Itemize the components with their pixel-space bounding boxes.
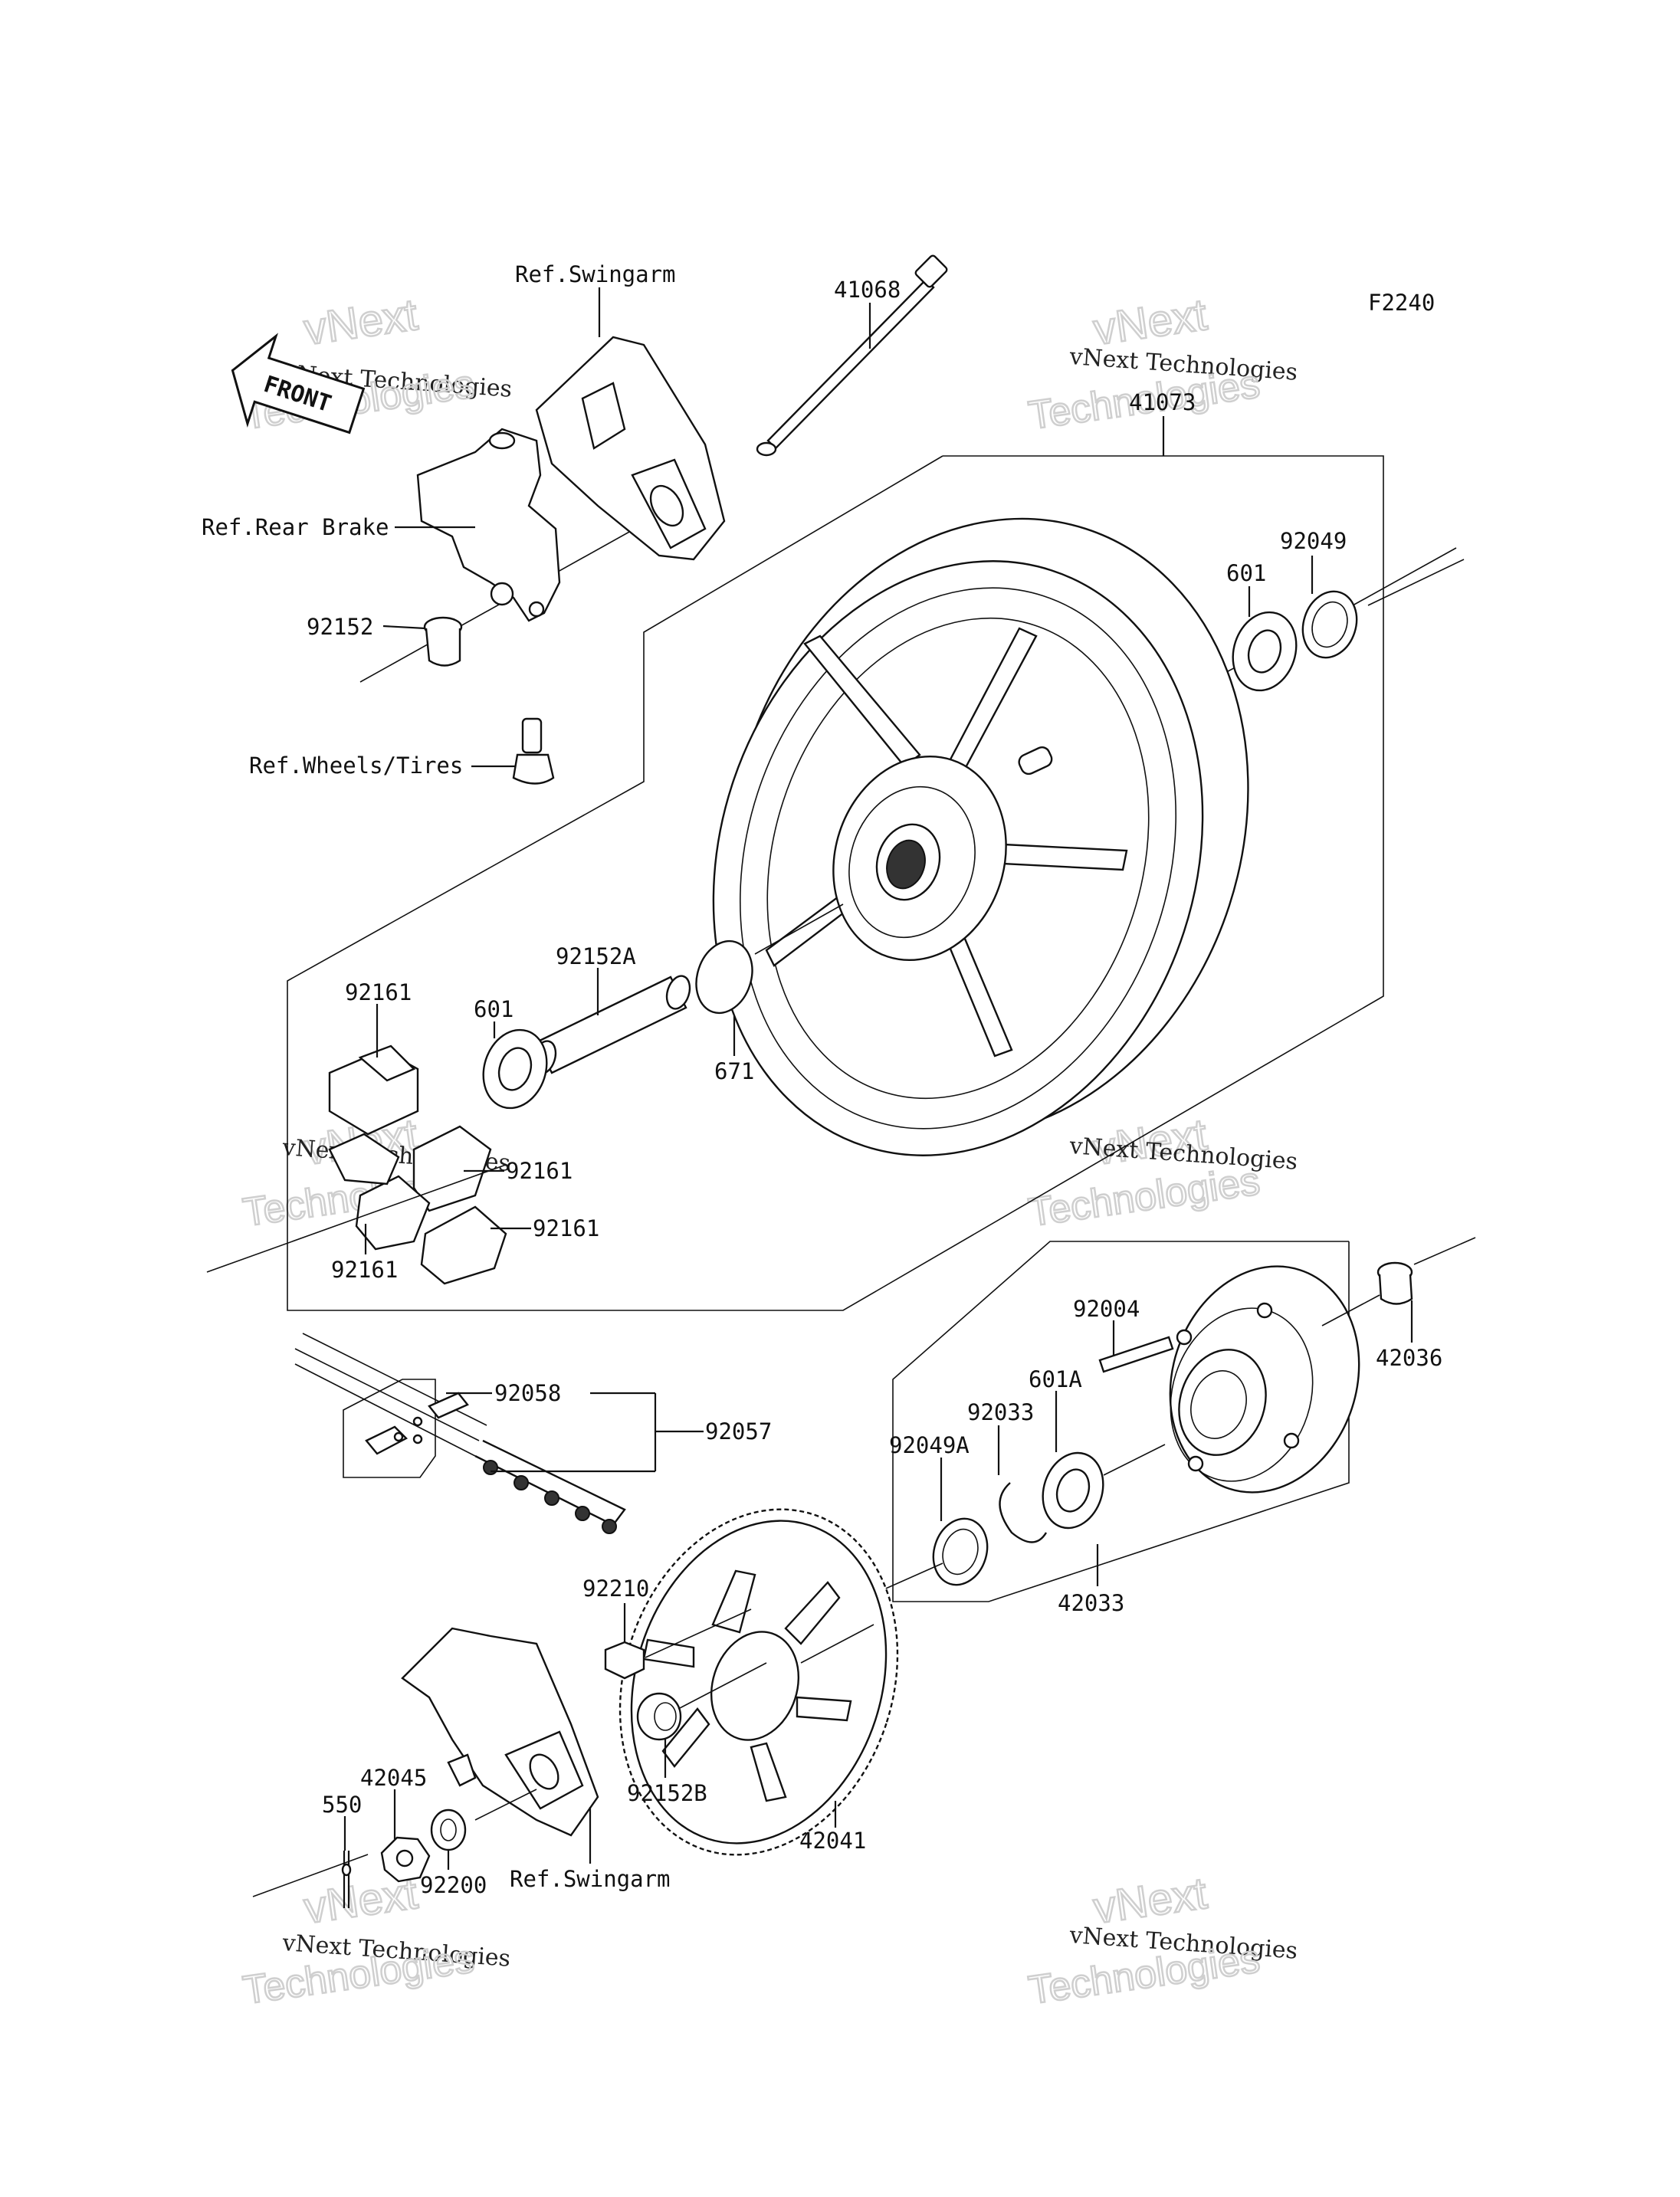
- part-labels: Ref.Swingarm Ref.Rear Brake Ref.Wheels/T…: [202, 261, 1442, 1898]
- washer-92200: [430, 1808, 467, 1851]
- svg-text:vNext: vNext: [1091, 290, 1210, 355]
- front-arrow-icon: FRONT: [231, 333, 366, 434]
- bearing-601-top: [1232, 611, 1298, 692]
- label-550: 550: [322, 1792, 362, 1818]
- label-42045: 42045: [360, 1765, 427, 1791]
- label-ref-wheels-tires: Ref.Wheels/Tires: [249, 753, 463, 779]
- chain-92057: [294, 1333, 626, 1534]
- rear-brake-bracket: [416, 428, 561, 622]
- label-92152: 92152: [307, 614, 373, 640]
- label-92049A: 92049A: [889, 1432, 970, 1458]
- stud-92004: [1098, 1336, 1174, 1373]
- label-ref-swingarm-top: Ref.Swingarm: [515, 261, 676, 287]
- collar-92152B: [636, 1692, 682, 1741]
- sprocket-42041: [619, 1508, 899, 1856]
- label-92152B: 92152B: [627, 1780, 707, 1806]
- label-42036: 42036: [1376, 1345, 1442, 1371]
- rear-wheel: [712, 517, 1249, 1156]
- collar-92152: [423, 616, 463, 667]
- leader-lines: [343, 287, 1413, 1870]
- label-92161-b: 92161: [506, 1158, 573, 1184]
- label-92161-d: 92161: [331, 1257, 398, 1283]
- watermark-mid-right: vNext vNext Technologies Technologies: [1025, 1109, 1298, 1237]
- wheel-group-box: [287, 455, 1384, 1311]
- label-42041: 42041: [799, 1828, 866, 1854]
- bearing-601-mid: [482, 1028, 548, 1110]
- sprocket-hub-42033: [1169, 1265, 1360, 1494]
- label-92161-c: 92161: [533, 1215, 599, 1241]
- collar-42036: [1376, 1261, 1413, 1305]
- castle-nut-42045: [380, 1836, 431, 1883]
- watermark-bottom-right: vNext vNext Technologies Technologies: [1025, 1867, 1298, 2015]
- circlip-92033: [999, 1482, 1048, 1543]
- seal-92049A: [932, 1517, 989, 1586]
- label-41068: 41068: [834, 277, 901, 303]
- label-92058: 92058: [494, 1380, 561, 1406]
- label-92161-a: 92161: [345, 979, 412, 1005]
- label-92033: 92033: [967, 1399, 1034, 1425]
- spacer-92152A: [531, 975, 691, 1075]
- label-601A: 601A: [1029, 1366, 1082, 1392]
- label-ref-swingarm-bottom: Ref.Swingarm: [510, 1866, 671, 1892]
- svg-text:vNext: vNext: [301, 290, 421, 355]
- label-41073: 41073: [1129, 389, 1196, 415]
- cotter-pin-550: [341, 1851, 352, 1908]
- svg-text:vNext: vNext: [1091, 1868, 1210, 1933]
- chain-master-link-92058: [343, 1379, 469, 1478]
- valve-stem: [512, 717, 555, 785]
- label-601-mid: 601: [474, 996, 514, 1022]
- seal-92049: [1301, 590, 1358, 659]
- label-92049: 92049: [1280, 528, 1347, 554]
- swingarm-bracket-top: [535, 336, 726, 561]
- hub-group-box: [892, 1241, 1350, 1602]
- label-671: 671: [714, 1058, 754, 1084]
- o-ring-671: [695, 939, 753, 1015]
- damper-92161-group: [328, 1044, 507, 1285]
- watermark-top-right: vNext vNext Technologies Technologies: [1025, 289, 1298, 440]
- label-92210: 92210: [582, 1576, 649, 1602]
- label-92152A: 92152A: [556, 943, 636, 969]
- label-92200: 92200: [420, 1872, 487, 1898]
- bearing-601A: [1042, 1451, 1104, 1530]
- label-ref-rear-brake: Ref.Rear Brake: [202, 514, 389, 540]
- label-42033: 42033: [1058, 1590, 1124, 1616]
- label-92004: 92004: [1073, 1296, 1140, 1322]
- svg-text:Technologies: Technologies: [1026, 1159, 1263, 1235]
- swingarm-bracket-bottom: [401, 1627, 599, 1837]
- label-601-top: 601: [1226, 560, 1266, 586]
- axle-41068: [756, 254, 948, 457]
- label-92057: 92057: [705, 1418, 772, 1444]
- figure-code: F2240: [1368, 290, 1435, 316]
